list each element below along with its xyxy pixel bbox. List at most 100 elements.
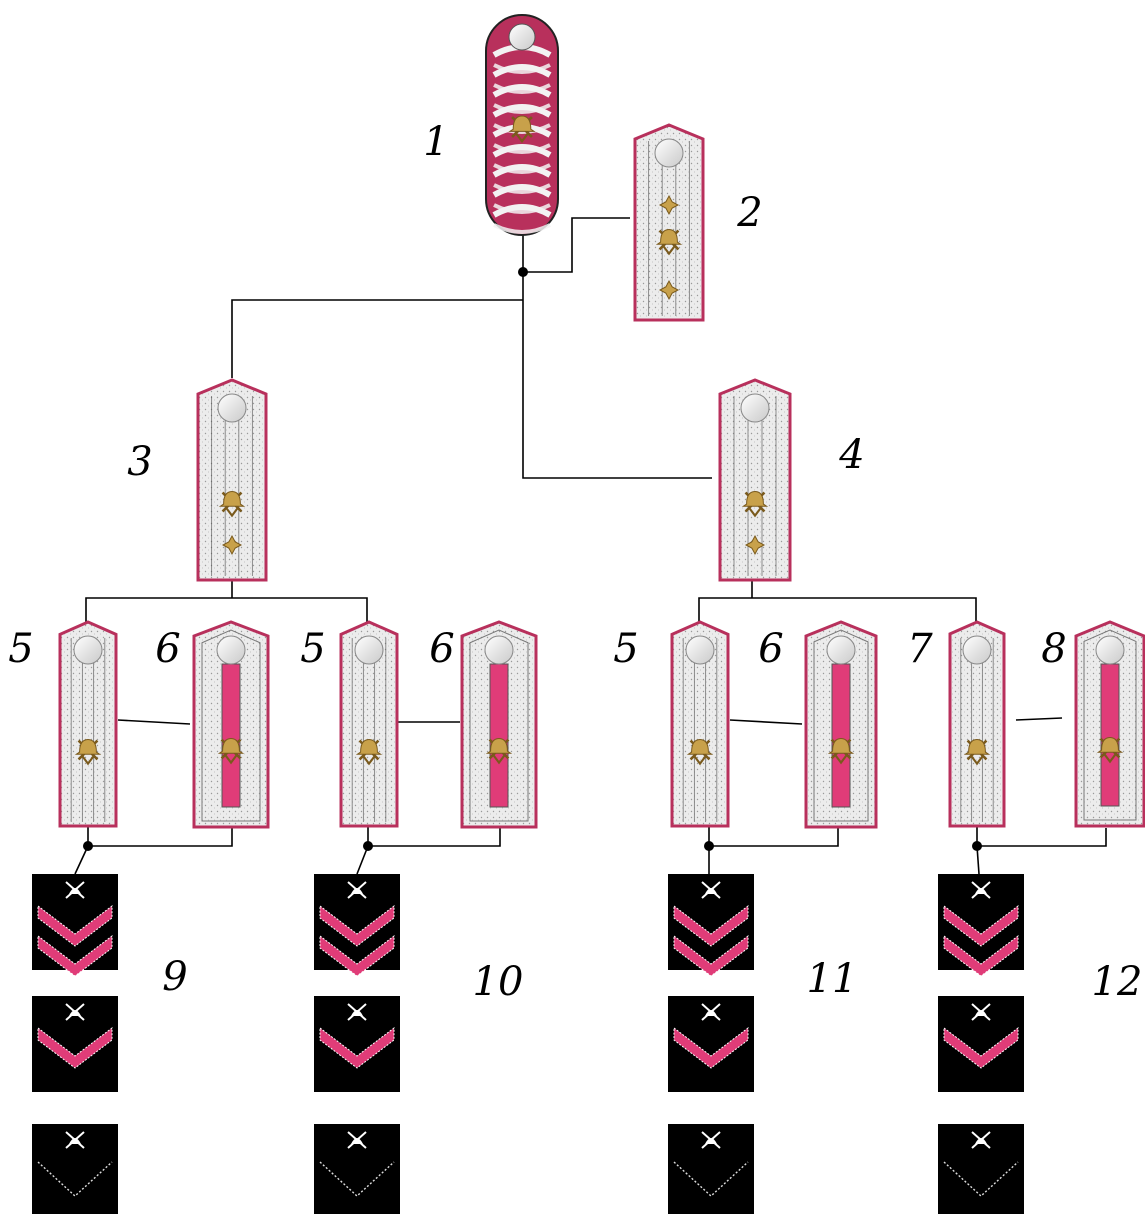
fire-helmet-emblem [218,490,246,518]
label-8: 8 [1041,626,1066,672]
button [654,138,684,168]
fire-helmet-emblem [65,1003,85,1021]
label-3: 3 [127,439,152,485]
line-pair-d [976,826,1107,847]
sleeve-patch [668,874,754,977]
pip-star [221,534,243,556]
junction-dots [83,267,982,851]
fire-helmet-emblem [217,737,245,765]
button [508,23,536,51]
sleeve-patch [938,996,1024,1092]
line-pair-b [367,826,501,847]
fire-helmet-emblem [355,738,383,766]
button [484,635,514,665]
label-7: 7 [907,626,933,672]
line-to-10 [356,845,369,875]
line-3-branches [85,597,368,622]
fire-helmet-emblem [347,881,367,899]
sleeve-patch [32,996,118,1092]
chevron [319,1161,395,1197]
fire-helmet-emblem [655,228,683,256]
pink-stripe [221,663,241,808]
chevron [943,904,1019,947]
fire-helmet-emblem [963,738,991,766]
sleeve-patch [314,996,400,1092]
shoulder-board-5b [339,620,399,828]
fire-helmet-emblem [971,1003,991,1021]
button [217,393,247,423]
fire-helmet-emblem [686,738,714,766]
button [826,635,856,665]
chevron [37,1026,113,1069]
pink-stripe [1100,663,1120,807]
sleeve-patch [32,874,118,977]
shoulder-board-8 [1074,620,1145,828]
chevron [319,904,395,947]
fire-helmet-emblem [701,1003,721,1021]
sleeve-patch [32,1124,118,1214]
sleeve-patch [938,874,1024,977]
label-5c: 5 [613,626,638,672]
hierarchy-lines [74,217,1107,875]
label-9: 9 [162,954,187,1000]
line-to-3 [231,299,523,378]
button [1095,635,1125,665]
shoulder-board-5c [670,620,730,828]
fire-helmet-emblem [347,1131,367,1149]
button [685,635,715,665]
line-pair-a [87,826,233,847]
line-5a-6a [117,719,191,725]
sleeve-patch [314,1124,400,1214]
chevron [673,934,749,977]
line-1-to-2 [523,217,630,273]
button [216,635,246,665]
label-10: 10 [473,959,524,1005]
fire-helmet-emblem [971,881,991,899]
chevron [943,1161,1019,1197]
chevron [37,934,113,977]
chevron [319,934,395,977]
pip-star [658,194,680,216]
chevron [319,1026,395,1069]
shoulder-board-6b [460,620,538,829]
chevron [943,1026,1019,1069]
fire-helmet-emblem [485,737,513,765]
fire-helmet-emblem [701,881,721,899]
shoulder-board-5a [58,620,118,828]
shoulder-board-7 [948,620,1006,828]
button [962,635,992,665]
button [740,393,770,423]
sleeve-patch [314,874,400,977]
fire-helmet-emblem [827,737,855,765]
chevron [673,904,749,947]
chevron [673,1026,749,1069]
label-5a: 5 [8,626,33,672]
label-5b: 5 [300,626,325,672]
shoulder-board-2 [633,123,705,322]
fire-helmet-emblem [508,115,536,144]
label-6a: 6 [155,626,180,672]
line-to-9 [74,845,89,875]
line-5c-6c [729,719,803,725]
label-12: 12 [1092,959,1143,1005]
line-4-branches [698,597,977,622]
label-6b: 6 [429,626,454,672]
shoulder-board-3 [196,378,268,582]
fire-helmet-emblem [74,738,102,766]
line-7-8 [1015,717,1063,721]
label-4: 4 [838,432,864,478]
chevron [37,904,113,947]
chevron [673,1161,749,1197]
shoulder-board-4 [718,378,792,582]
fire-helmet-emblem [701,1131,721,1149]
sleeve-patch [668,996,754,1092]
sleeve-patch [938,1124,1024,1214]
fire-helmet-emblem [347,1003,367,1021]
fire-helmet-emblem [65,881,85,899]
number-labels: 1 2 3 4 5 6 5 6 5 6 7 8 9 10 11 12 [8,119,1142,1005]
fire-helmet-emblem [65,1131,85,1149]
chevron [37,1161,113,1197]
shoulder-board-6c [804,620,878,829]
